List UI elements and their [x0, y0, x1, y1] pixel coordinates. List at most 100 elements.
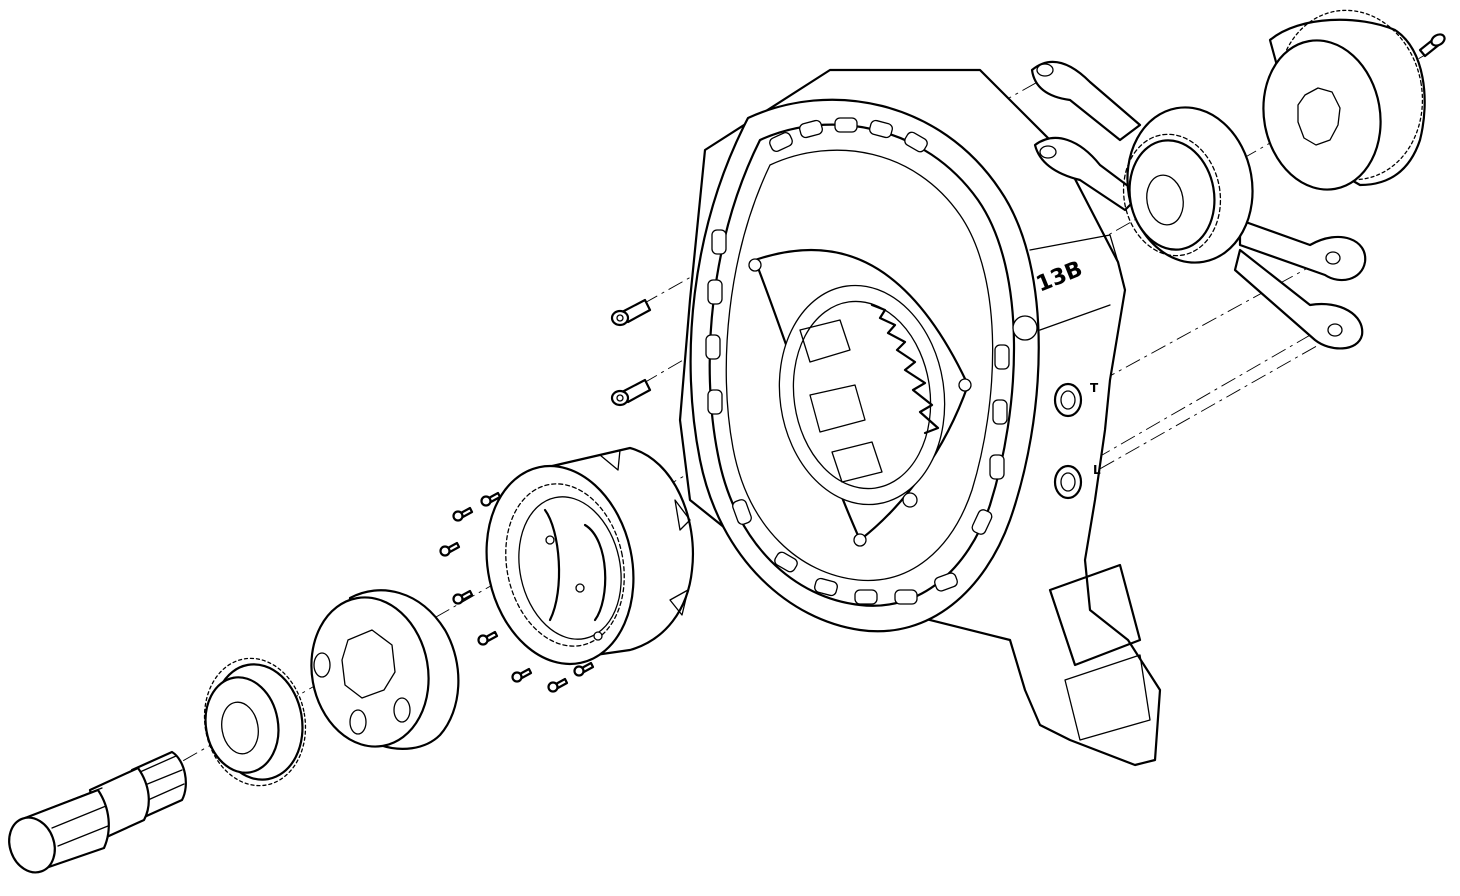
coolant-passage [707, 389, 723, 415]
coolant-passage [989, 454, 1005, 480]
internal-ring-gear-teeth [505, 483, 625, 647]
planet-pin-hole [313, 652, 331, 678]
carrier-screw-hole [575, 583, 585, 593]
screw-head [511, 671, 523, 683]
carrier-splined-bore [341, 629, 396, 699]
coolant-passage [732, 499, 752, 525]
housing-bolt [610, 298, 652, 327]
port-t-hole-inner [1060, 390, 1076, 410]
bracket-pinion-bore [1146, 174, 1184, 226]
bolt-head [610, 309, 630, 327]
plate-bolt-hole [853, 533, 867, 547]
bore-window [799, 319, 851, 363]
bracket-arm-bottom [1233, 248, 1364, 350]
bolt-hex-socket [616, 314, 624, 322]
bracket-mount-hole [1036, 63, 1054, 77]
coolant-passage [814, 577, 838, 597]
coolant-passage [707, 279, 723, 305]
carrier-screw [547, 677, 569, 693]
carrier-screw [477, 630, 499, 646]
shaft-end-face [8, 816, 56, 874]
port-t-axis-line [1074, 244, 1351, 396]
coolant-passage [894, 589, 918, 605]
mount-foot-recess [1064, 654, 1151, 741]
carrier-screw-hole [593, 631, 603, 641]
port-l-label: L [1093, 463, 1101, 477]
retaining-clip [583, 523, 607, 622]
drive-gear-large [1262, 9, 1426, 191]
sun-gear [203, 657, 307, 787]
bracket-mount-hole [1039, 145, 1057, 159]
internal-ring-gear-root [518, 496, 622, 640]
bracket-mount-hole [1325, 251, 1341, 265]
carrier-screw [452, 506, 474, 522]
input-shaft [8, 750, 187, 874]
central-bore-inner [792, 300, 932, 490]
carrier-screw [480, 491, 502, 507]
retaining-clip [543, 508, 561, 622]
bracket-pinion-teeth [1122, 133, 1222, 257]
bore-window [831, 441, 883, 483]
stationary-gear-teeth [870, 303, 940, 435]
shaft-spline [147, 783, 185, 801]
shaft-spline [39, 787, 103, 813]
coolant-passage [711, 229, 727, 255]
coolant-passage [705, 334, 721, 360]
coolant-passage [854, 589, 878, 605]
mounting-bracket [1030, 60, 1367, 350]
coolant-passage [992, 399, 1008, 425]
coolant-passage [774, 551, 798, 573]
sun-gear-bore [221, 701, 259, 755]
bracket-arm-right [1238, 218, 1367, 282]
side-rib [1039, 304, 1111, 331]
coolant-passages [705, 117, 1010, 605]
screw-head [477, 634, 489, 646]
carrier-screw [573, 661, 595, 677]
port-l-hole [1053, 464, 1083, 500]
shaft-spline [51, 805, 107, 829]
shaft-spline [57, 825, 109, 847]
coolant-passage [971, 509, 993, 535]
bracket-arm-upper [1030, 60, 1142, 142]
coolant-passage [934, 572, 958, 592]
plate-bolt-hole [958, 378, 972, 392]
carrier-notch [669, 589, 689, 616]
coolant-passage [904, 131, 928, 153]
screw-head [547, 681, 559, 693]
coolant-passage [994, 344, 1010, 370]
screw-head [573, 665, 585, 677]
carrier-notch [599, 449, 621, 471]
gear-retaining-screw [1418, 33, 1446, 58]
housing-bolt [610, 378, 652, 407]
screw-head [439, 545, 451, 557]
coolant-passage [869, 119, 893, 139]
carrier-screw-hole [545, 535, 555, 545]
screw-head [1430, 33, 1446, 47]
plate-bolt-hole [748, 258, 762, 272]
bracket-arm-lower [1033, 136, 1142, 212]
coolant-passage [799, 119, 823, 139]
planet-pin-hole [393, 697, 411, 723]
screw-head [452, 593, 464, 605]
bolt-head [610, 389, 630, 407]
port-t-label: T [1090, 381, 1099, 395]
dowel-boss [1012, 315, 1038, 341]
bracket-mount-hole [1327, 323, 1343, 337]
carrier-screw [511, 667, 533, 683]
port-l-axis-line [1074, 329, 1346, 484]
drive-gear-splined-bore [1297, 87, 1341, 146]
port-t-hole [1053, 382, 1083, 418]
carrier-screws [439, 491, 595, 693]
carrier-screw [439, 541, 461, 557]
carrier-screw [452, 589, 474, 605]
shaft-spline [144, 769, 183, 786]
planet-carrier-disc [310, 589, 460, 750]
coolant-passage [769, 132, 793, 152]
mount-foot-recess [1048, 563, 1142, 667]
planet-pin-hole [349, 709, 367, 735]
screw-head [452, 510, 464, 522]
port-l-hole-inner [1060, 472, 1076, 492]
bolt-hex-socket [616, 394, 624, 402]
